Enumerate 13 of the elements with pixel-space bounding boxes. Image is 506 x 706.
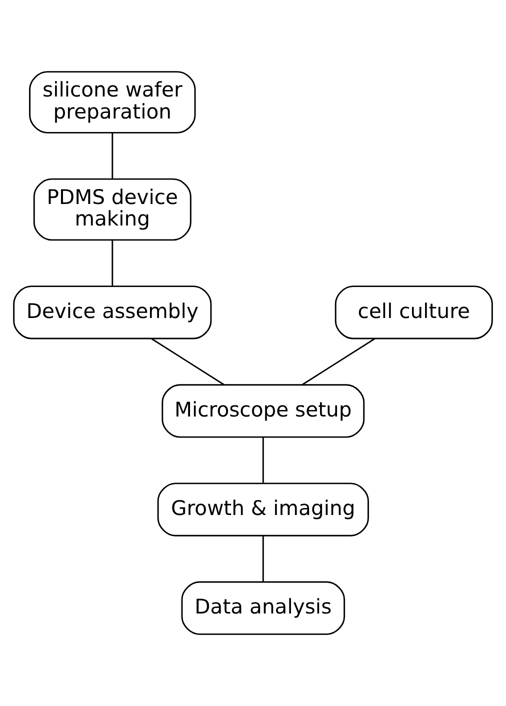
connector xyxy=(151,338,225,386)
node-box: PDMS device making xyxy=(33,178,192,241)
connector xyxy=(302,338,376,386)
connector xyxy=(262,536,264,582)
node-box: cell culture xyxy=(334,286,493,340)
node-box: silicone wafer preparation xyxy=(29,71,196,134)
node-box: Growth & imaging xyxy=(157,482,369,536)
node-box: Device assembly xyxy=(13,286,212,340)
node-box: Data analysis xyxy=(181,581,346,635)
connector xyxy=(262,438,264,483)
connector xyxy=(112,132,114,179)
node-box: Microscope setup xyxy=(162,384,365,438)
connector xyxy=(112,240,114,286)
